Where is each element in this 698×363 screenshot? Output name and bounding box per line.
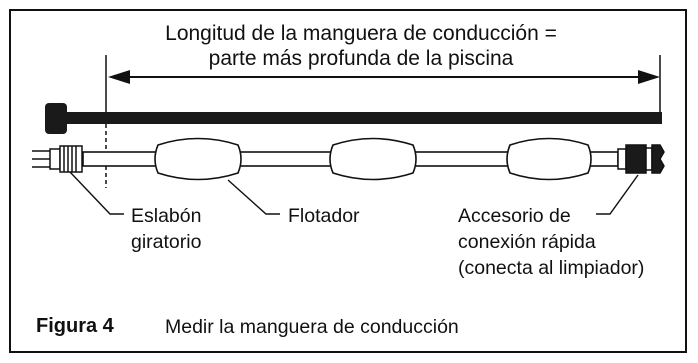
float-leader-line	[227, 179, 280, 215]
float	[154, 137, 242, 181]
swivel-link	[32, 145, 83, 173]
connector-label-line3: (conecta al limpiador)	[458, 257, 645, 279]
figure-number: Figura 4	[36, 315, 114, 337]
connector-label-line1: Accesorio de	[458, 205, 571, 227]
length-dimension-arrow	[108, 70, 660, 84]
swivel-label-line1: Eslabón	[131, 205, 202, 227]
quick-connect-fitting	[617, 144, 665, 174]
connector-label-line2: conexión rápida	[458, 231, 596, 253]
float	[506, 137, 592, 181]
float-label: Flotador	[288, 205, 360, 227]
swivel-label-line2: giratorio	[131, 231, 202, 253]
measuring-pole	[45, 103, 662, 134]
diagram-title-line1: Longitud de la manguera de conducción =	[165, 22, 557, 45]
diagram-title-line2: parte más profunda de la piscina	[208, 47, 514, 70]
figure-frame	[9, 9, 687, 353]
float	[329, 137, 417, 181]
swivel-leader-line	[69, 171, 124, 215]
connector-leader-line	[596, 174, 639, 215]
figure-caption: Medir la manguera de conducción	[165, 316, 459, 338]
